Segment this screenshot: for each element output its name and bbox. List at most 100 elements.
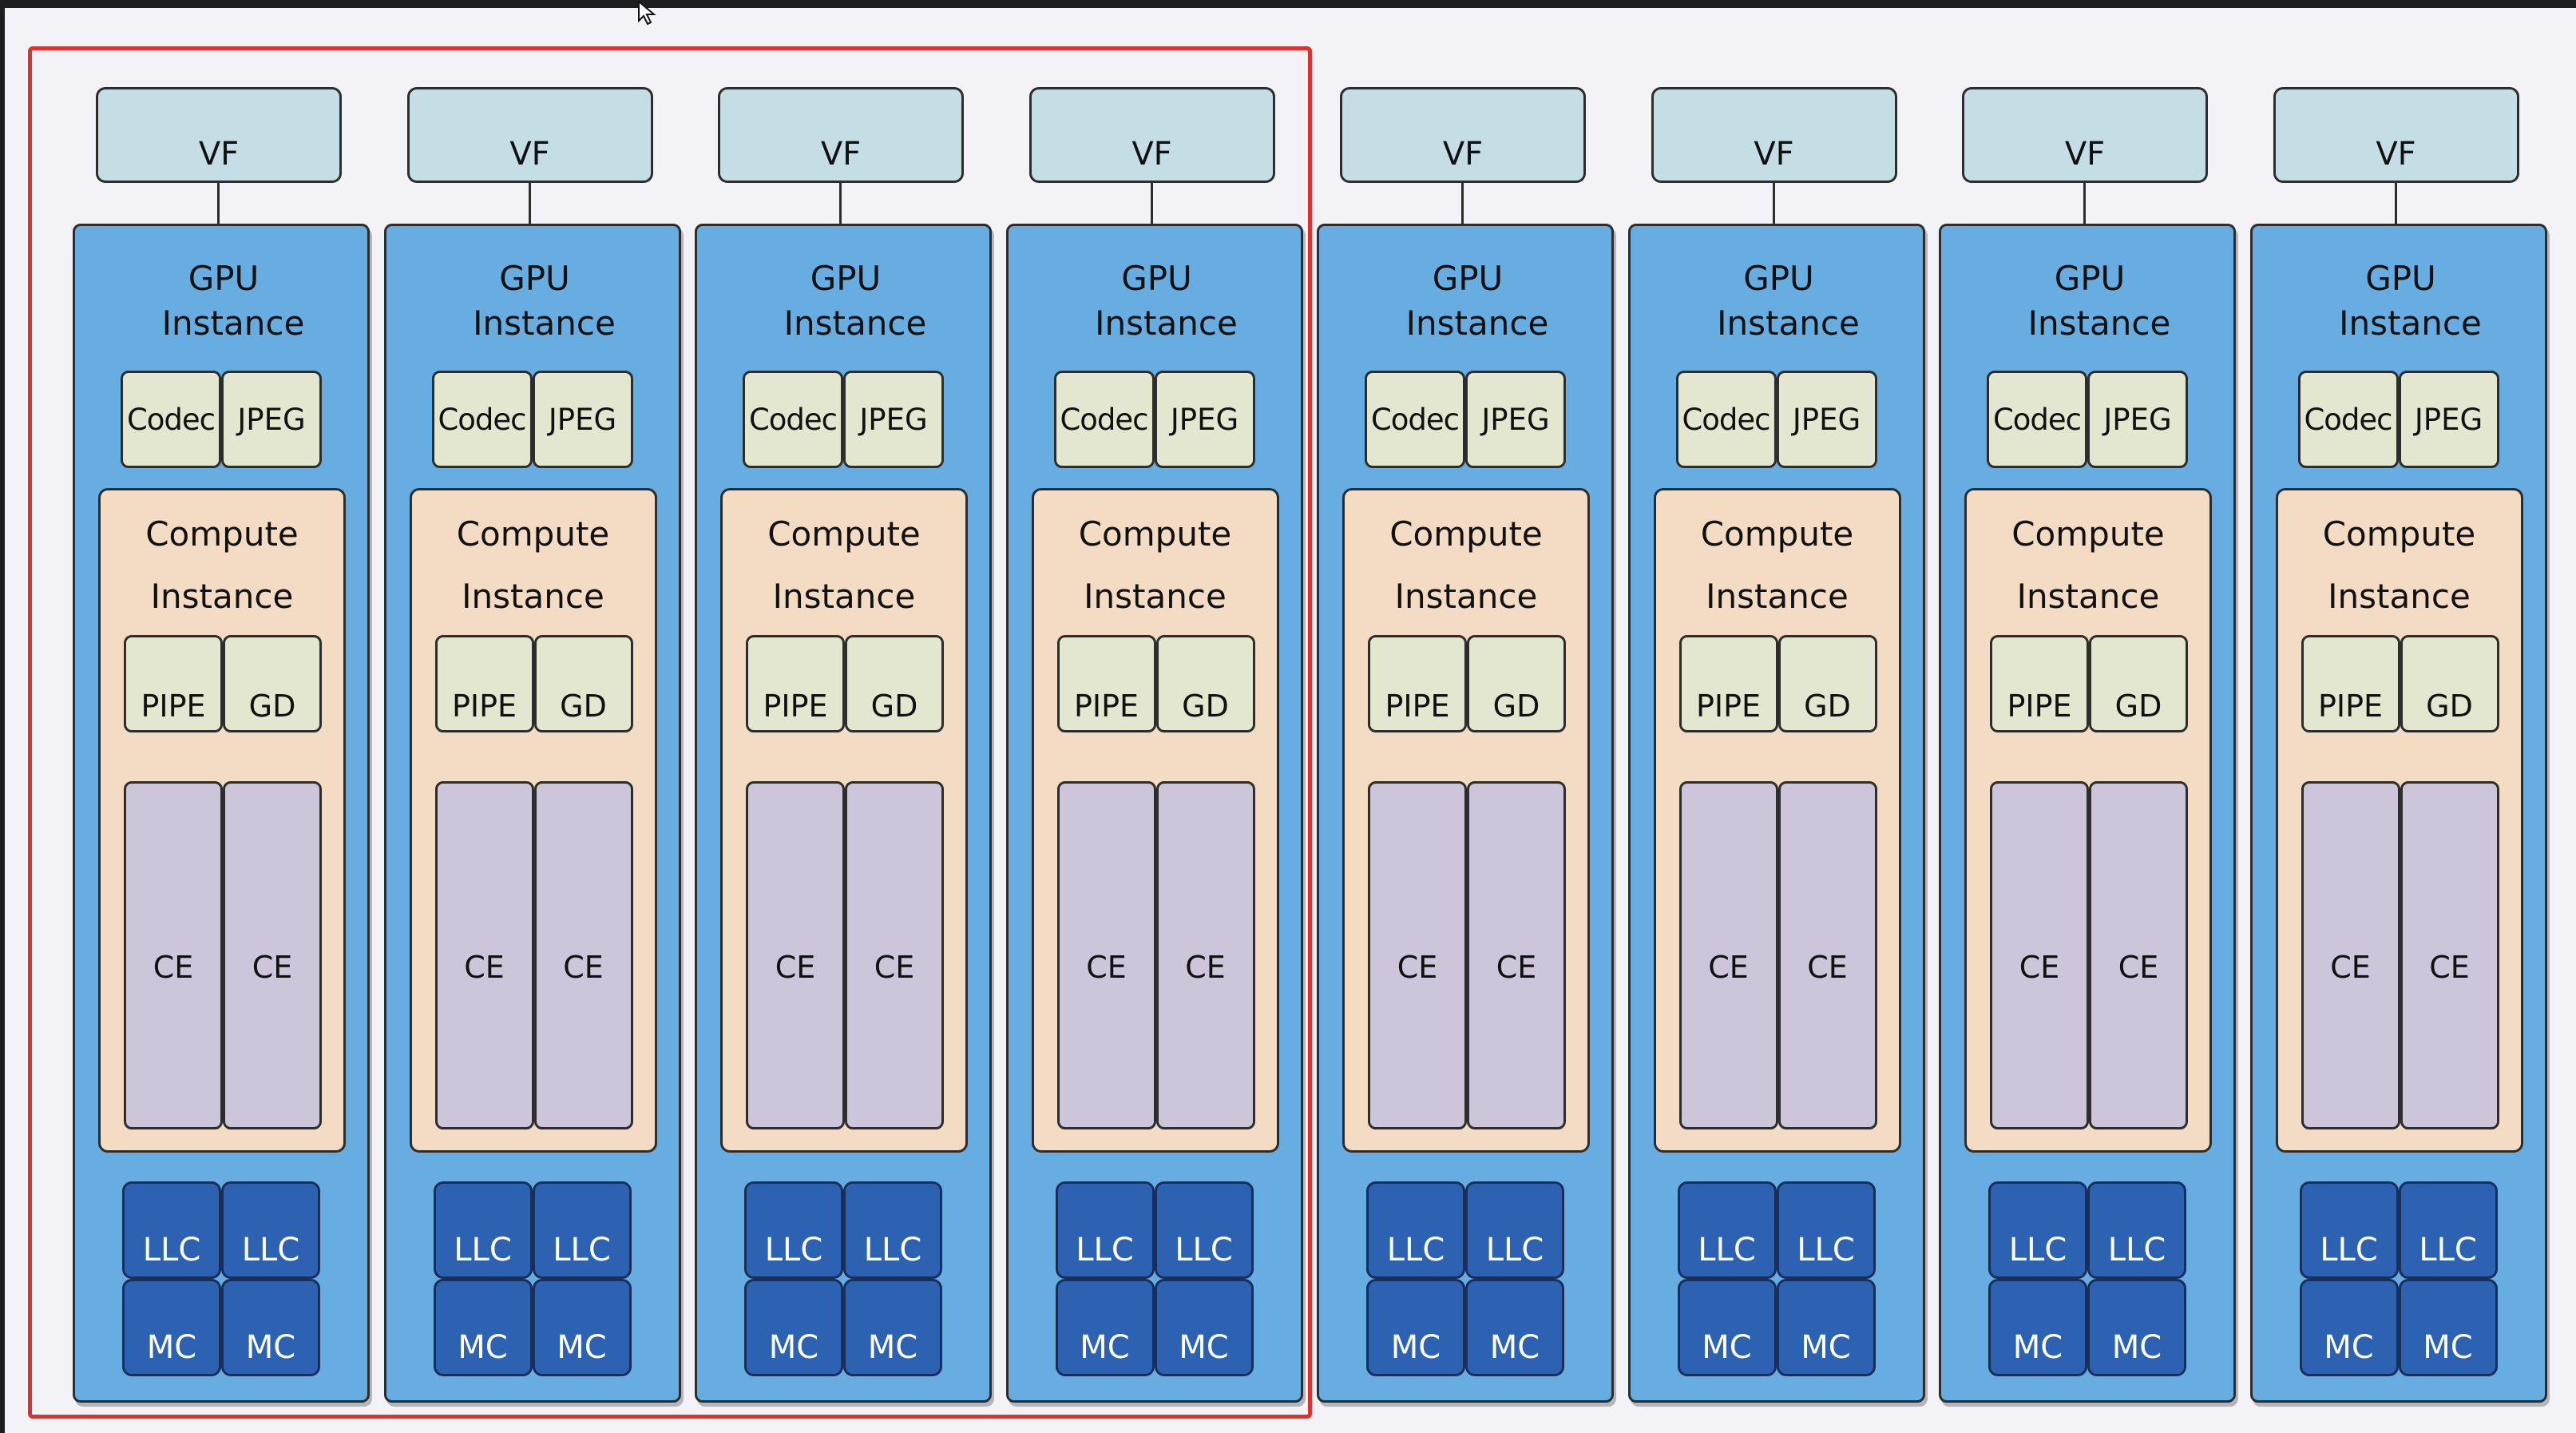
gpu-instance-label-line1: GPU [1743, 259, 1814, 298]
compute-instance: Compute Instance PIPE GD CE CE [1964, 488, 2212, 1153]
codec-engine: Codec [121, 371, 221, 468]
gpu-instance-label-line2: Instance [161, 304, 305, 343]
gpu-partition-8: VF GPU Instance Codec JPEG Compute Insta… [2249, 8, 2547, 1433]
vf-connector [1772, 183, 1775, 228]
mc-block: MC [1776, 1279, 1876, 1376]
llc-block: LLC [1055, 1181, 1155, 1279]
gd-unit: GD [1777, 635, 1877, 732]
gpu-instance-label: GPU Instance [386, 256, 684, 346]
mc-block: MC [1366, 1279, 1465, 1376]
compute-instance-label: Compute Instance [723, 503, 965, 628]
jpeg-engine: JPEG [221, 371, 322, 468]
mc-block: MC [2087, 1279, 2186, 1376]
compute-instance-label: Compute Instance [1345, 503, 1587, 628]
mc-block: MC [221, 1279, 320, 1376]
codec-engine: Codec [1365, 371, 1465, 468]
pipe-unit: PIPE [1678, 635, 1778, 732]
llc-block: LLC [1988, 1181, 2087, 1279]
gpu-instance-label-line2: Instance [473, 304, 616, 343]
compute-instance-label-line2: Instance [2328, 577, 2471, 616]
ce-unit: CE [1678, 781, 1778, 1129]
ce-unit: CE [124, 781, 223, 1129]
gpu-instance-label: GPU Instance [1009, 256, 1306, 346]
compute-instance-label-line1: Compute [1389, 514, 1543, 554]
ce-unit: CE [1990, 781, 2089, 1129]
compute-instance-label: Compute Instance [2278, 503, 2521, 628]
ce-unit: CE [1467, 781, 1566, 1129]
gpu-instance: GPU Instance Codec JPEG Compute Instance… [1005, 224, 1306, 1403]
codec-engine: Codec [743, 371, 843, 468]
pipe-unit: PIPE [1368, 635, 1467, 732]
gpu-instance-label-line2: Instance [783, 304, 927, 343]
vf-box: VF [2273, 87, 2519, 183]
gd-unit: GD [533, 635, 633, 732]
ce-unit: CE [746, 781, 845, 1129]
vf-label: VF [2376, 136, 2416, 173]
vf-connector [839, 183, 842, 228]
vf-box: VF [96, 87, 342, 183]
compute-instance: Compute Instance PIPE GD CE CE [98, 488, 346, 1153]
jpeg-engine: JPEG [843, 371, 944, 468]
gpu-instance-label: GPU Instance [697, 256, 994, 346]
ce-unit: CE [2400, 781, 2499, 1129]
gpu-instance: GPU Instance Codec JPEG Compute Instance… [1317, 224, 1614, 1403]
gpu-instance-label-line2: Instance [1405, 304, 1549, 343]
compute-instance-label-line2: Instance [1084, 577, 1227, 616]
vf-label: VF [820, 136, 862, 173]
mc-block: MC [433, 1279, 533, 1376]
gpu-instance-label-line2: Instance [2027, 304, 2171, 343]
jpeg-engine: JPEG [532, 371, 633, 468]
vf-label: VF [2064, 136, 2106, 173]
compute-instance-label-line2: Instance [462, 577, 604, 616]
mouse-cursor-icon [638, 0, 656, 26]
vf-connector [528, 183, 531, 228]
mc-block: MC [1677, 1279, 1777, 1376]
gd-unit: GD [845, 635, 944, 732]
gpu-instance-label-line2: Instance [2339, 304, 2482, 343]
gpu-partition-2: VF GPU Instance Codec JPEG Compute Insta… [383, 8, 684, 1433]
vf-label: VF [1131, 136, 1172, 173]
compute-instance-label: Compute Instance [1967, 503, 2209, 628]
llc-block: LLC [744, 1181, 843, 1279]
ce-unit: CE [434, 781, 534, 1129]
ce-unit: CE [533, 781, 633, 1129]
vf-connector [217, 183, 220, 228]
ce-unit: CE [1368, 781, 1467, 1129]
compute-instance: Compute Instance PIPE GD CE CE [720, 488, 968, 1153]
compute-instance-label-line1: Compute [145, 514, 299, 554]
codec-engine: Codec [1987, 371, 2087, 468]
ce-unit: CE [223, 781, 322, 1129]
ce-unit: CE [1155, 781, 1255, 1129]
vf-box: VF [1962, 87, 2208, 183]
mc-block: MC [122, 1279, 221, 1376]
pipe-unit: PIPE [746, 635, 845, 732]
compute-instance-label-line2: Instance [772, 577, 916, 616]
compute-instance-label-line1: Compute [1700, 514, 1854, 554]
llc-block: LLC [122, 1181, 221, 1279]
gpu-instance-label-line1: GPU [1432, 259, 1504, 298]
ce-unit: CE [1056, 781, 1156, 1129]
gpu-instance-label: GPU Instance [1631, 256, 1928, 346]
llc-block: LLC [1366, 1181, 1465, 1279]
compute-instance: Compute Instance PIPE GD CE CE [1031, 488, 1279, 1153]
mc-block: MC [2398, 1279, 2498, 1376]
gpu-partition-6: VF GPU Instance Codec JPEG Compute Insta… [1627, 8, 1928, 1433]
partition-row: VF GPU Instance Codec JPEG Compute Insta… [5, 8, 2576, 1433]
compute-instance-label-line1: Compute [2011, 514, 2165, 554]
vf-box: VF [718, 87, 964, 183]
gpu-instance-label: GPU Instance [75, 256, 372, 346]
mc-block: MC [744, 1279, 843, 1376]
compute-instance-label: Compute Instance [1656, 503, 1899, 628]
codec-engine: Codec [1053, 371, 1155, 468]
mc-block: MC [1988, 1279, 2087, 1376]
ce-unit: CE [845, 781, 944, 1129]
gd-unit: GD [1467, 635, 1566, 732]
gd-unit: GD [1155, 635, 1255, 732]
compute-instance: Compute Instance PIPE GD CE CE [409, 488, 657, 1153]
compute-instance-label-line2: Instance [1394, 577, 1538, 616]
gpu-instance: GPU Instance Codec JPEG Compute Instance… [1939, 224, 2236, 1403]
compute-instance-label-line2: Instance [1706, 577, 1849, 616]
gd-unit: GD [223, 635, 322, 732]
pipe-unit: PIPE [2301, 635, 2400, 732]
vf-box: VF [1651, 87, 1897, 183]
